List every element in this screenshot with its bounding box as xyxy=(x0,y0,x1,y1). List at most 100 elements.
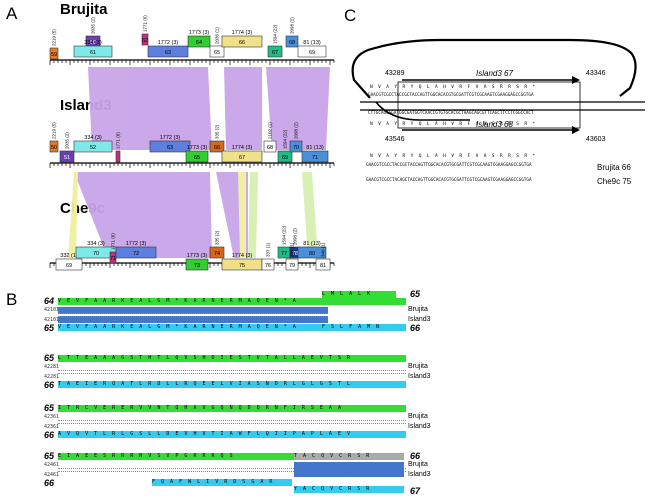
island-box xyxy=(397,81,581,129)
top-aa-bar: I T R C V E R E R V V N T Q H A V G Q N … xyxy=(58,405,406,412)
circularization-loop xyxy=(351,38,637,99)
pham-label: 1774 (3) xyxy=(232,30,253,36)
gene-68: 68 2098 (2) xyxy=(285,17,299,48)
dna-line-island3 xyxy=(58,423,406,430)
panel-label-a: A xyxy=(6,4,18,23)
position-number: 42361 xyxy=(44,414,60,420)
gene-box xyxy=(55,258,83,271)
dna-line-brujita xyxy=(58,307,328,314)
pham-label: 81 (13) xyxy=(306,145,324,151)
pham-label: 1773 (3) xyxy=(187,145,208,151)
gene-box xyxy=(149,140,191,153)
frame-number-right: 66 xyxy=(410,451,421,461)
genome-label-island3: Island3 xyxy=(408,471,431,478)
frame-number-bottom-right: 67 xyxy=(410,486,421,496)
pham-label: 2098 (2) xyxy=(293,228,298,245)
gene-number: 76 xyxy=(265,263,271,269)
dna-line-island3 xyxy=(58,316,328,323)
dna-line-brujita xyxy=(58,364,406,371)
circularization-loop-lower xyxy=(375,101,470,121)
gene-number: 68 xyxy=(267,145,273,151)
green-similarity-band xyxy=(248,172,258,258)
gene-number: 63 xyxy=(165,50,171,56)
dna-highlight xyxy=(294,462,404,477)
similarity-band xyxy=(74,172,212,258)
gene-number: 50 xyxy=(51,145,57,151)
similarity-band xyxy=(266,67,330,150)
genome-label-island3: Island3 xyxy=(408,316,431,323)
gene-number: 75 xyxy=(239,263,245,269)
pham-label: 81 (13) xyxy=(303,241,321,247)
c-aa-row2: N V A Y R Y Q L A H V R F V A S R R S R … xyxy=(370,122,536,127)
gene-box xyxy=(289,140,303,153)
gene-number: 69 xyxy=(309,50,315,56)
position-number: 42281 xyxy=(44,374,60,380)
pham-label: 2035 (2) xyxy=(65,132,70,149)
pham-label: 2098 (2) xyxy=(290,17,295,34)
similarity-band xyxy=(88,67,212,150)
position-number: 42461 xyxy=(44,472,60,478)
frame-number-top: 64 xyxy=(44,296,55,306)
c-dna-row4: GAACGTCGCCTACAGCTACCAGTTGGCACACGTGCGATTC… xyxy=(366,178,532,183)
bottom-aa-bar: V E V F A A R K E A L G M * K A R N E R … xyxy=(58,324,406,331)
pham-label: 334 (3) xyxy=(84,135,102,141)
coord-43289: 43289 xyxy=(385,70,405,77)
gene-box xyxy=(49,140,59,153)
genome-label-brujita: Brujita xyxy=(408,413,428,420)
gene-number: 72 xyxy=(133,251,139,257)
pham-label: 1594 (22) xyxy=(283,129,288,149)
gene-number: 71 xyxy=(110,256,116,262)
gene-box xyxy=(49,47,59,60)
position-number: 42461 xyxy=(44,462,60,468)
dna-line-brujita xyxy=(58,462,406,469)
panel-c-diagram xyxy=(351,38,645,134)
pham-label: 1771 (6) xyxy=(111,233,116,250)
gene-number: 68 xyxy=(289,40,295,46)
gene-number: 77 xyxy=(281,251,287,257)
gene-box xyxy=(209,140,225,153)
pham-label: 334 (3) xyxy=(84,40,102,46)
pham-label: 334 (3) xyxy=(87,241,105,247)
similarity-bands-top xyxy=(88,67,330,150)
gene-box xyxy=(147,45,189,58)
pham-label: 1773 (3) xyxy=(189,30,210,36)
pham-label: 1772 (3) xyxy=(160,135,181,141)
gene-box xyxy=(185,150,209,163)
position-number: 42101 xyxy=(44,317,60,323)
gene-number: 52 xyxy=(90,145,96,151)
position-number: 42281 xyxy=(44,364,60,370)
gene-box xyxy=(59,150,75,163)
gene-box xyxy=(277,150,293,163)
gene-number: 74 xyxy=(214,251,220,257)
pham-label: 339 (1) xyxy=(290,242,295,257)
gene-box xyxy=(221,150,263,163)
arrow-68-head xyxy=(572,126,580,134)
gene-box xyxy=(187,35,211,48)
gene-number: 67 xyxy=(239,155,245,161)
coord-43546: 43546 xyxy=(385,136,405,143)
island3-ruler xyxy=(49,162,335,168)
label-che9c-75: Che9c 75 xyxy=(597,177,632,186)
similarity-bands-bottom xyxy=(68,172,318,258)
position-number: 42101 xyxy=(44,307,60,313)
gene-box xyxy=(267,45,283,58)
pham-label: 1772 (3) xyxy=(158,40,179,46)
gene-box xyxy=(115,150,121,163)
gene-63: 63 1772 (3) xyxy=(147,40,189,58)
gene-box xyxy=(297,246,327,259)
frame-number-bottom: 66 xyxy=(44,380,55,390)
c-dna-row3: GAACGTCGCCTACCGCTACCAGTTGGCACACGTGCGATTC… xyxy=(366,163,532,168)
pham-label: 2036 (1) xyxy=(215,27,220,44)
